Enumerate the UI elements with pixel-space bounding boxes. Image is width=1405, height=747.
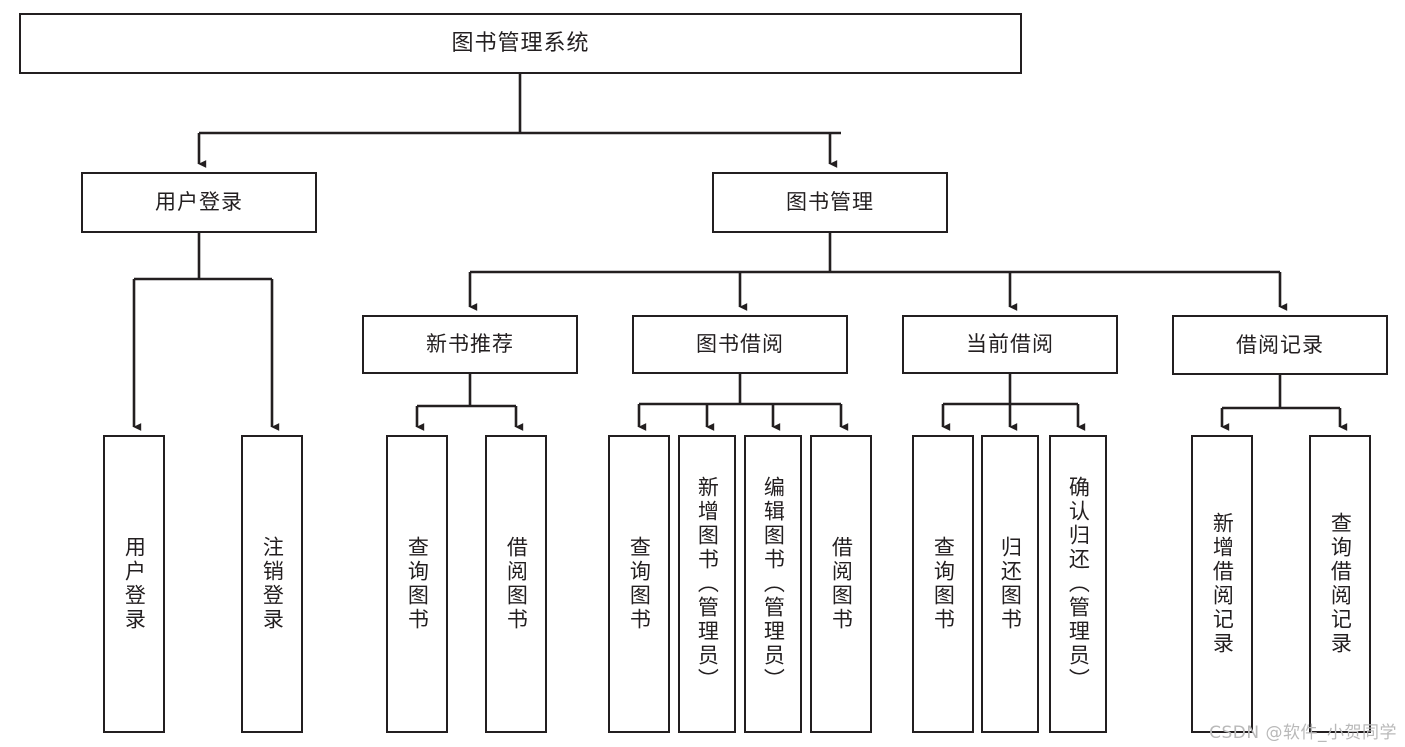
leaf-return-book[interactable]: 归还图书 xyxy=(981,435,1039,733)
leaf-user-login[interactable]: 用户登录 xyxy=(103,435,165,733)
leaf-query-book-current[interactable]: 查询图书 xyxy=(912,435,974,733)
leaf-add-borrow-record[interactable]: 新增借阅记录 xyxy=(1191,435,1253,733)
leaf-return-book-label: 归还图书 xyxy=(998,536,1023,632)
node-root-label: 图书管理系统 xyxy=(451,30,590,56)
leaf-borrow-book-new[interactable]: 借阅图书 xyxy=(485,435,547,733)
node-new-book-recommend-label: 新书推荐 xyxy=(426,332,514,357)
leaf-borrow-book-label: 借阅图书 xyxy=(829,536,854,632)
node-book-management-label: 图书管理 xyxy=(786,190,874,215)
node-new-book-recommend[interactable]: 新书推荐 xyxy=(362,315,578,374)
node-book-borrow-label: 图书借阅 xyxy=(696,332,784,357)
leaf-query-borrow-record[interactable]: 查询借阅记录 xyxy=(1309,435,1371,733)
leaf-query-book-borrow[interactable]: 查询图书 xyxy=(608,435,670,733)
leaf-add-book-admin[interactable]: 新增图书（管理员） xyxy=(678,435,736,733)
leaf-user-login-label: 用户登录 xyxy=(122,536,147,632)
node-borrow-records-label: 借阅记录 xyxy=(1236,332,1324,357)
leaf-logout-login-label: 注销登录 xyxy=(260,536,285,632)
node-borrow-records[interactable]: 借阅记录 xyxy=(1172,315,1388,375)
leaf-borrow-book[interactable]: 借阅图书 xyxy=(810,435,872,733)
leaf-add-book-admin-label: 新增图书（管理员） xyxy=(695,476,720,692)
node-book-borrow[interactable]: 图书借阅 xyxy=(632,315,848,374)
leaf-confirm-return-admin[interactable]: 确认归还（管理员） xyxy=(1049,435,1107,733)
leaf-add-borrow-record-label: 新增借阅记录 xyxy=(1210,512,1235,656)
leaf-confirm-return-admin-label: 确认归还（管理员） xyxy=(1066,476,1091,692)
leaf-query-book-new[interactable]: 查询图书 xyxy=(386,435,448,733)
leaf-borrow-book-new-label: 借阅图书 xyxy=(504,536,529,632)
csdn-watermark: CSDN @软件_小贺同学 xyxy=(1209,723,1397,743)
node-root[interactable]: 图书管理系统 xyxy=(19,13,1022,74)
leaf-query-book-new-label: 查询图书 xyxy=(405,536,430,632)
leaf-query-book-borrow-label: 查询图书 xyxy=(627,536,652,632)
node-current-borrow[interactable]: 当前借阅 xyxy=(902,315,1118,374)
node-book-management[interactable]: 图书管理 xyxy=(712,172,948,233)
node-user-login-label: 用户登录 xyxy=(155,190,243,215)
leaf-query-borrow-record-label: 查询借阅记录 xyxy=(1328,512,1353,656)
leaf-logout-login[interactable]: 注销登录 xyxy=(241,435,303,733)
leaf-edit-book-admin-label: 编辑图书（管理员） xyxy=(761,476,786,692)
leaf-edit-book-admin[interactable]: 编辑图书（管理员） xyxy=(744,435,802,733)
node-user-login[interactable]: 用户登录 xyxy=(81,172,317,233)
leaf-query-book-current-label: 查询图书 xyxy=(931,536,956,632)
node-current-borrow-label: 当前借阅 xyxy=(966,332,1054,357)
